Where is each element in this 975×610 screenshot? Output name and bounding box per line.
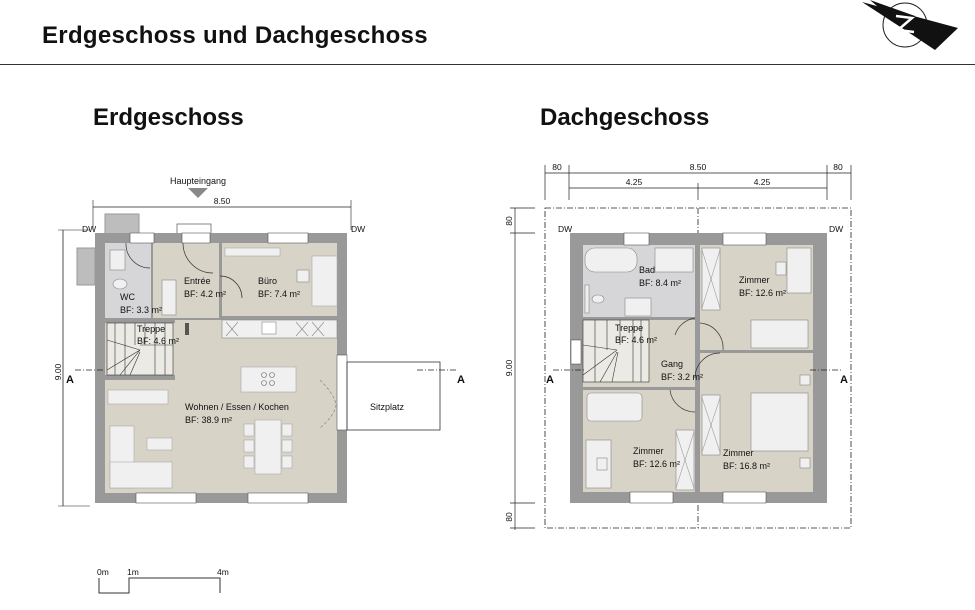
room-area-zimmer-1: BF: 12.6 m²	[739, 288, 786, 298]
room-area-buero: BF: 7.4 m²	[258, 289, 300, 299]
dim-top-right: 80	[833, 162, 843, 172]
dg-section-marker-left: A	[546, 374, 554, 386]
entrance-arrow-icon	[188, 188, 208, 198]
room-name-entree: Entrée	[184, 276, 211, 286]
scale-label-0m: 0m	[97, 567, 109, 577]
section-marker-right: A	[457, 374, 465, 386]
dg-dw-left: DW	[558, 224, 572, 234]
scale-label-4m: 4m	[217, 567, 229, 577]
dachgeschoss-title: Dachgeschoss	[540, 104, 710, 131]
room-name-zimmer-3: Zimmer	[723, 448, 754, 458]
room-name-bad: Bad	[639, 265, 655, 275]
room-area-bad: BF: 8.4 m²	[639, 278, 681, 288]
room-name-wohnen: Wohnen / Essen / Kochen	[185, 402, 289, 412]
room-name-zimmer-2: Zimmer	[633, 446, 664, 456]
room-area-treppe-dg: BF: 4.6 m²	[615, 335, 657, 345]
room-name-buero: Büro	[258, 276, 277, 286]
dim-top-left: 80	[552, 162, 562, 172]
dachgeschoss-plan: 80 8.50 80 4.25 4.25 80 9.00 80 DW DW	[504, 162, 852, 530]
width-dimension: 8.50	[214, 196, 231, 206]
scale-bar: 0m 1m 4m	[97, 567, 229, 594]
room-area-wohnen: BF: 38.9 m²	[185, 415, 232, 425]
erdgeschoss-plan: Haupteingang 8.50 DW DW 9.00	[53, 176, 465, 507]
erdgeschoss-title: Erdgeschoss	[93, 104, 244, 131]
dim-half-right: 4.25	[754, 177, 771, 187]
staircase	[106, 322, 174, 376]
room-area-treppe: BF: 4.6 m²	[137, 336, 179, 346]
room-name-treppe-dg: Treppe	[615, 323, 643, 333]
room-name-zimmer-1: Zimmer	[739, 275, 770, 285]
entrance-label: Haupteingang	[170, 176, 226, 186]
page-title: Erdgeschoss und Dachgeschoss	[42, 22, 428, 49]
room-area-zimmer-2: BF: 12.6 m²	[633, 459, 680, 469]
height-dimension: 9.00	[53, 363, 63, 380]
north-arrow-icon	[862, 0, 958, 50]
room-name-wc: WC	[120, 292, 135, 302]
room-name-treppe: Treppe	[137, 324, 165, 334]
room-area-gang: BF: 3.2 m²	[661, 372, 703, 382]
terrace-outline	[346, 361, 441, 431]
dw-label-left: DW	[82, 224, 96, 234]
dim-left-center: 9.00	[504, 359, 514, 376]
dim-top-center: 8.50	[690, 162, 707, 172]
dg-dw-right: DW	[829, 224, 843, 234]
scale-label-1m: 1m	[127, 567, 139, 577]
dg-section-marker-right: A	[840, 374, 848, 386]
room-area-wc: BF: 3.3 m²	[120, 305, 162, 315]
terrace-label: Sitzplatz	[370, 402, 405, 412]
dim-left-bottom: 80	[504, 512, 514, 522]
title-divider	[0, 64, 975, 65]
dim-half-left: 4.25	[626, 177, 643, 187]
room-area-zimmer-3: BF: 16.8 m²	[723, 461, 770, 471]
room-area-entree: BF: 4.2 m²	[184, 289, 226, 299]
dim-left-top: 80	[504, 216, 514, 226]
section-marker-left: A	[66, 374, 74, 386]
room-name-gang: Gang	[661, 359, 683, 369]
dw-label-right: DW	[351, 224, 365, 234]
